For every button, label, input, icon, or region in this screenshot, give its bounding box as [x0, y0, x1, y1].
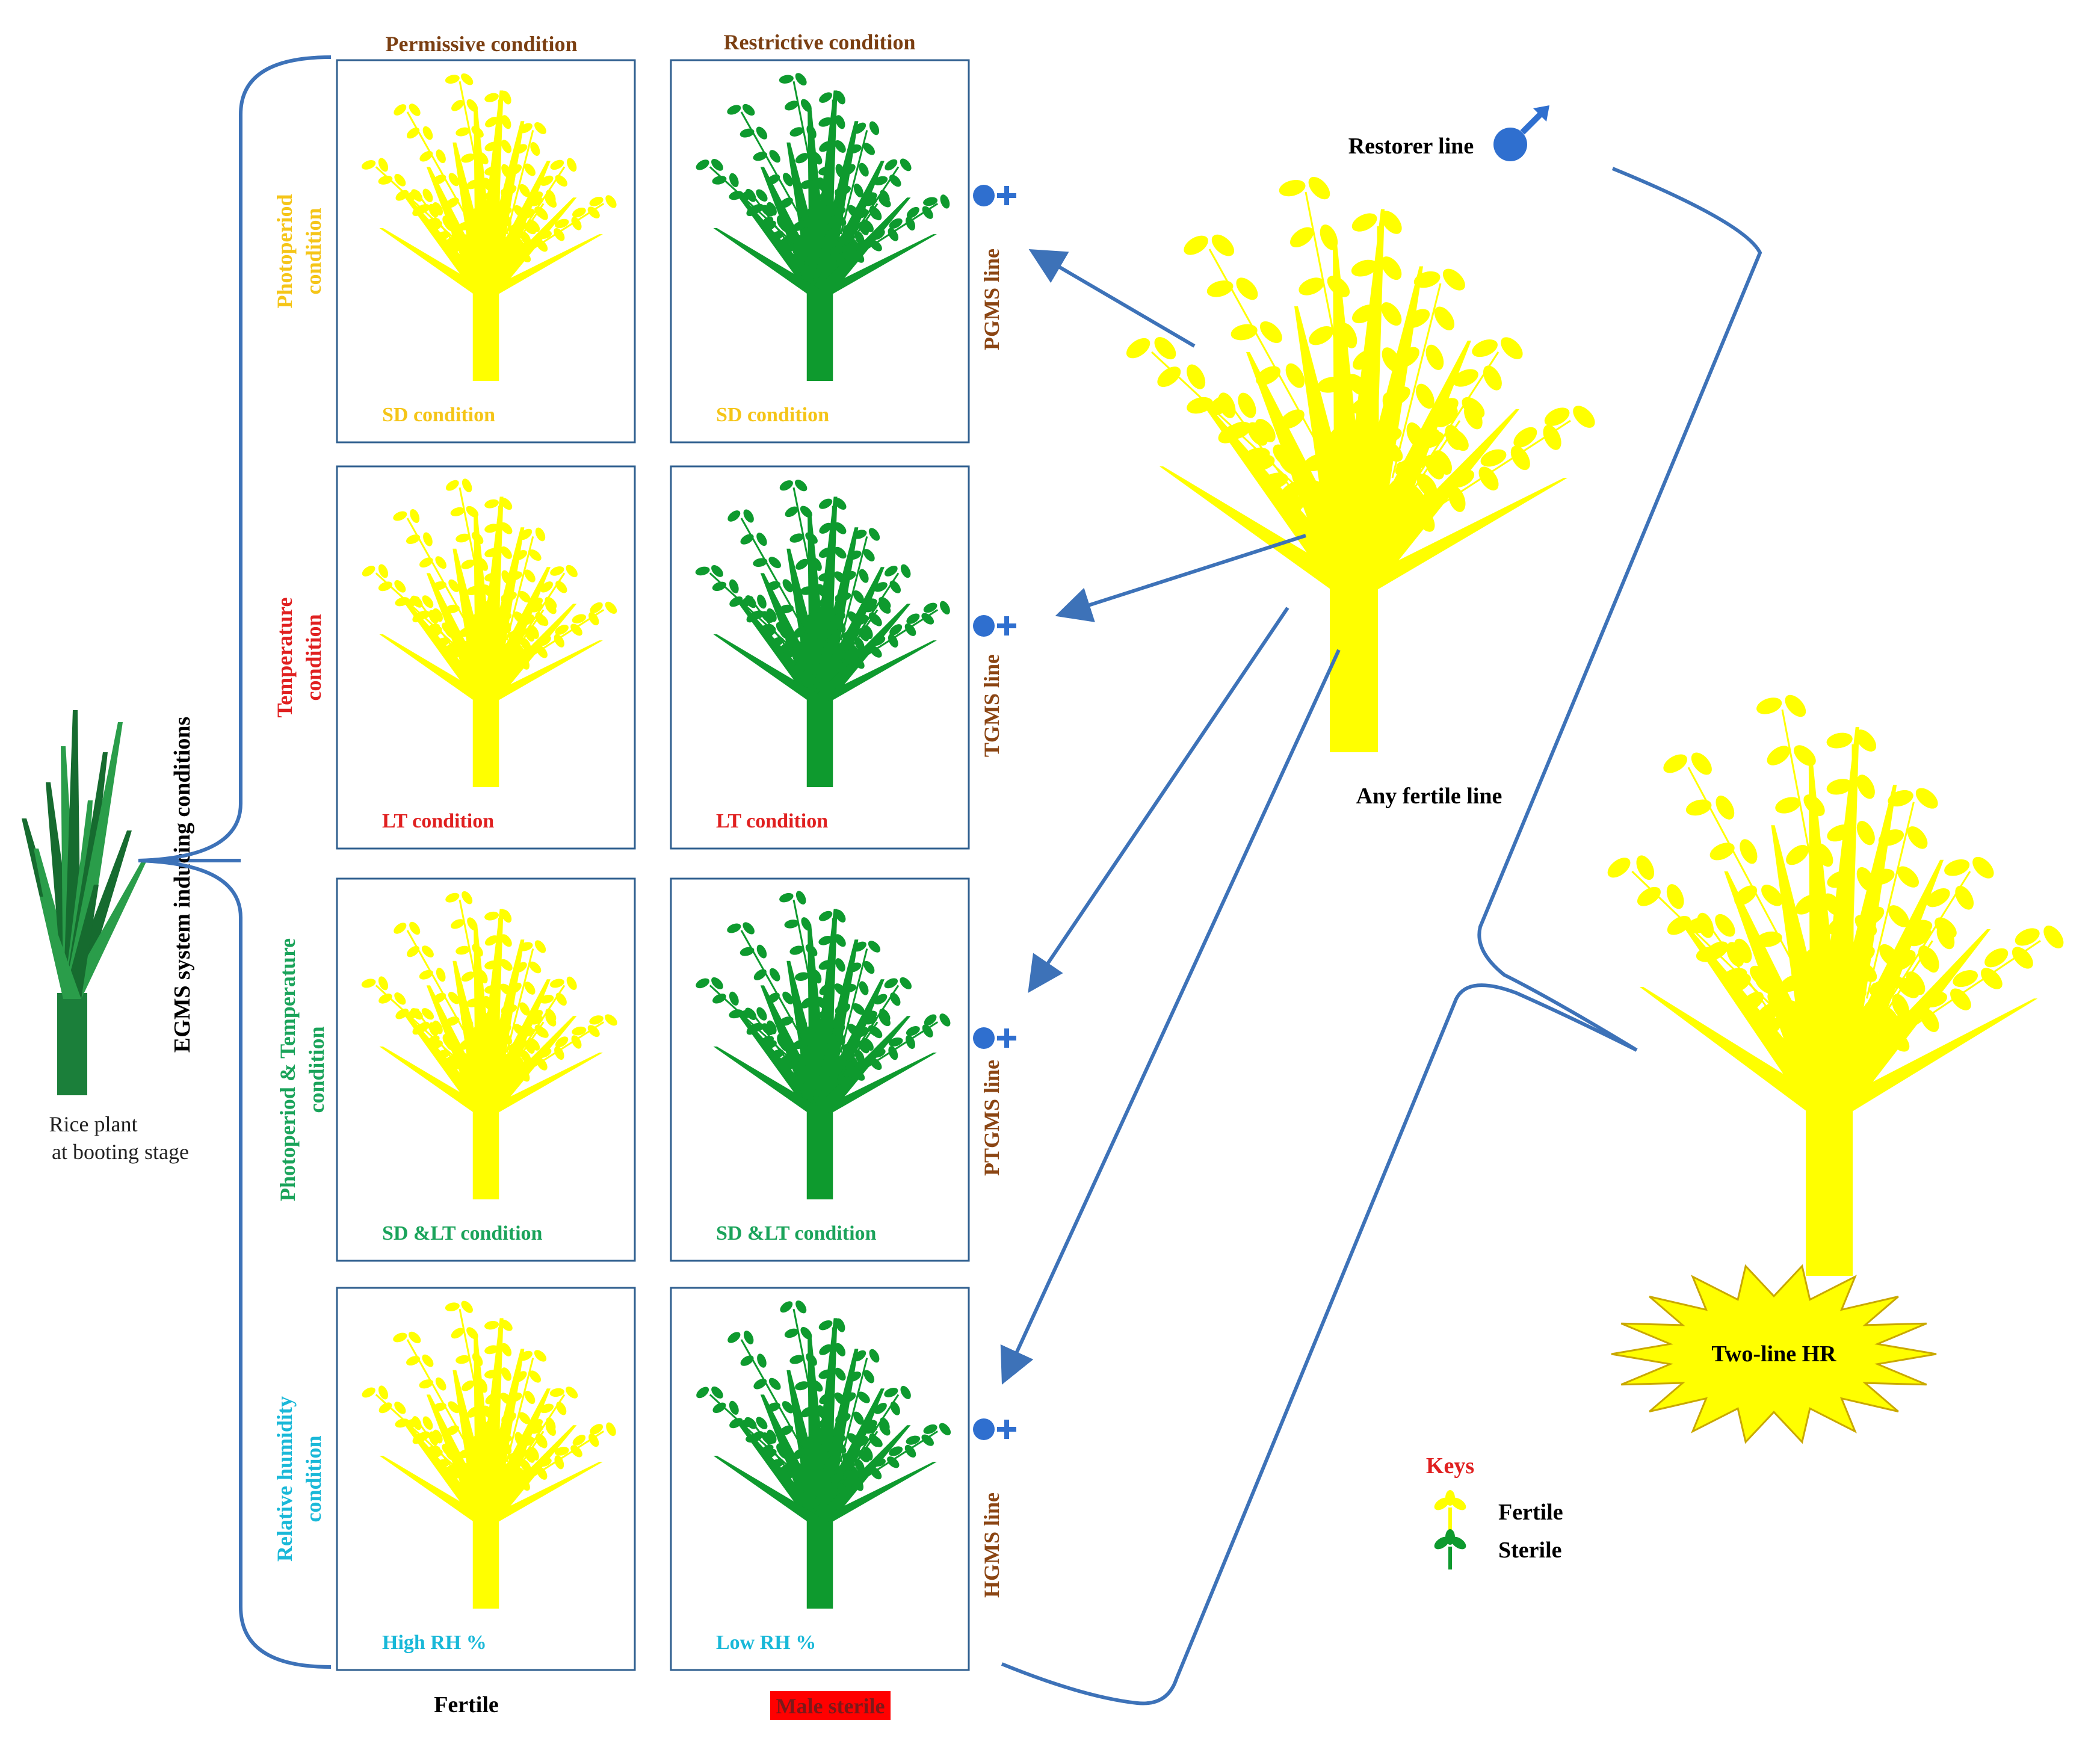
- fertile-plant-4: [362, 1300, 616, 1609]
- gms-line-label-3: PTGMS line: [980, 1060, 1004, 1176]
- restrictive-header: Restrictive condition: [724, 30, 916, 54]
- female-symbol-icon-4: [973, 1418, 1016, 1440]
- fertile-plant-3: [361, 891, 617, 1199]
- key-sterile-label: Sterile: [1498, 1538, 1562, 1563]
- gms-line-label-4: HGMS line: [980, 1492, 1004, 1598]
- restorer-to-hybrid-bracket: [1477, 167, 1762, 1052]
- arrow-to-ptgms: [1028, 607, 1289, 993]
- restrictive-condition-1: SD condition: [716, 404, 829, 426]
- category-label-2-1: Temperature: [273, 597, 297, 717]
- category-label-1-1: Photoperiod: [273, 194, 297, 308]
- female-symbol-icon-1: [973, 185, 1016, 206]
- key-fertile-label: Fertile: [1498, 1500, 1563, 1525]
- male-symbol-icon: [1493, 105, 1549, 161]
- gms-line-label-2: TGMS line: [980, 654, 1004, 757]
- restorer-line-label: Restorer line: [1348, 134, 1474, 159]
- permissive-header: Permissive condition: [386, 32, 578, 56]
- fertile-key-icon: [1434, 1490, 1466, 1530]
- category-label-3-1: Photoperiod & Temperature: [276, 938, 300, 1201]
- hgms-to-hybrid-bracket: [1001, 983, 1638, 1705]
- female-symbol-icon-2: [973, 615, 1016, 637]
- two-line-hr-plant: [1607, 694, 2064, 1276]
- fertile-plant-1: [362, 73, 617, 381]
- left-plant-caption-2: at booting stage: [52, 1140, 189, 1164]
- gms-line-label-1: PGMS line: [980, 249, 1004, 350]
- sterile-plant-2: [695, 480, 950, 787]
- fertile-label: Fertile: [434, 1692, 499, 1718]
- category-label-4-1: Relative humidity: [273, 1396, 297, 1562]
- two-line-hr-label: Two-line HR: [1711, 1341, 1836, 1367]
- restrictive-condition-2: LT condition: [716, 810, 828, 832]
- permissive-condition-1: SD condition: [382, 404, 495, 426]
- restrictive-condition-3: SD &LT condition: [716, 1222, 877, 1245]
- left-brace: [138, 55, 332, 1669]
- category-label-2-2: condition: [301, 614, 326, 700]
- permissive-condition-2: LT condition: [382, 810, 494, 832]
- permissive-condition-3: SD &LT condition: [382, 1222, 543, 1245]
- booting-rice-plant: [22, 710, 241, 1095]
- any-fertile-line-plant: [1126, 176, 1595, 752]
- any-fertile-line-label: Any fertile line: [1356, 784, 1502, 809]
- left-plant-caption-1: Rice plant: [49, 1112, 138, 1136]
- big-fertile-plant-shape: [1126, 176, 1595, 752]
- sterile-plant-4: [696, 1300, 951, 1609]
- sterile-plant-1: [696, 73, 950, 381]
- keys-title: Keys: [1426, 1453, 1474, 1479]
- category-label-4-2: condition: [301, 1435, 326, 1522]
- female-symbol-icon-3: [973, 1027, 1016, 1049]
- category-label-1-2: condition: [301, 208, 326, 294]
- sterile-plant-3: [696, 891, 951, 1199]
- male-sterile-label: Male sterile: [776, 1694, 885, 1718]
- two-line-hr-starburst: [1611, 1264, 1937, 1444]
- category-label-3-2: condition: [304, 1026, 329, 1113]
- arrow-to-pgms: [1028, 249, 1196, 348]
- male-sterile-highlight: [770, 1691, 891, 1720]
- fertile-plant-2: [362, 478, 617, 787]
- sterile-key-icon: [1434, 1529, 1466, 1569]
- restrictive-condition-4: Low RH %: [716, 1631, 816, 1654]
- arrow-to-tgms: [1055, 534, 1306, 622]
- hr-plant-shape: [1607, 694, 2064, 1276]
- arrow-to-hgms: [1000, 649, 1341, 1385]
- permissive-condition-4: High RH %: [382, 1631, 487, 1654]
- egms-label: EGMS system inducing conditions: [170, 717, 195, 1053]
